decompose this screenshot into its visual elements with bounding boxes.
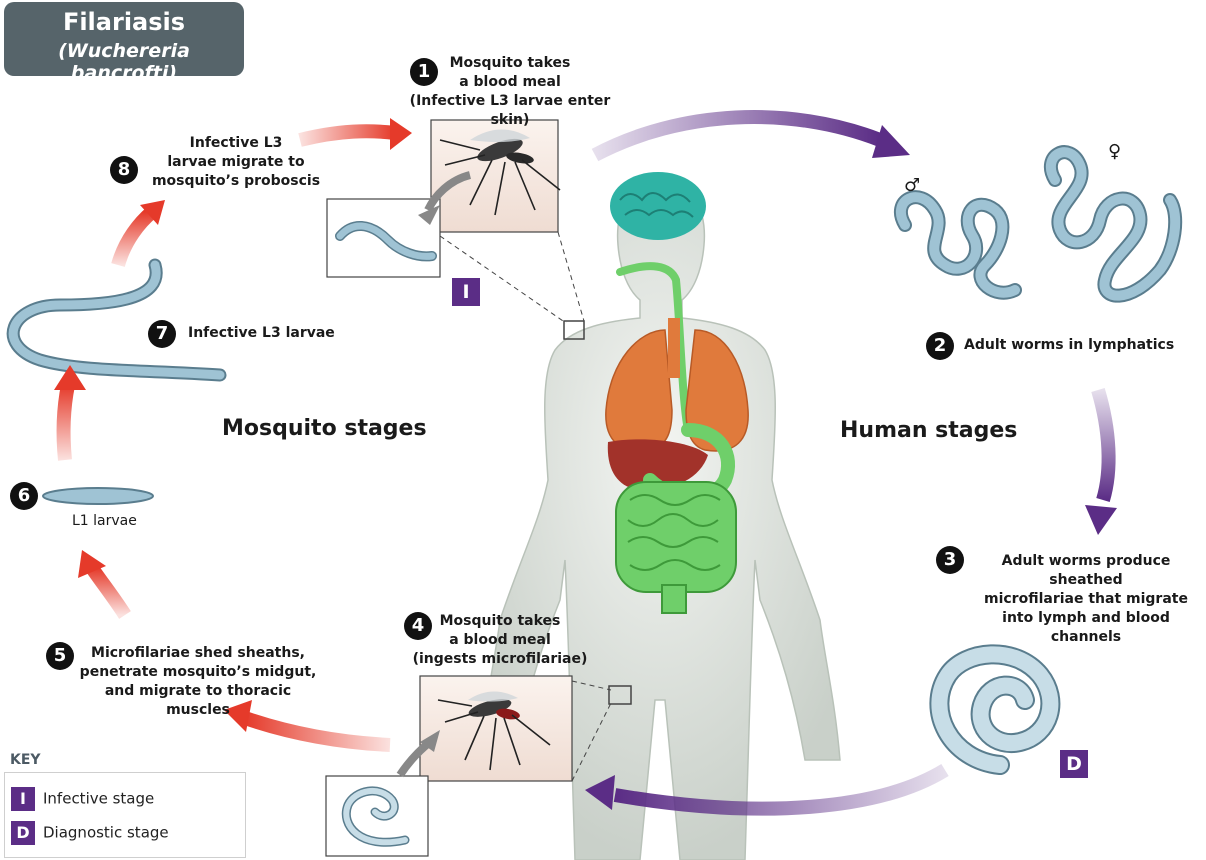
- step-3-line-1: Adult worms produce sheathed: [1001, 553, 1171, 588]
- key-item-infective: I Infective stage: [11, 787, 154, 811]
- key-infective-badge: I: [11, 787, 35, 811]
- step-7-number: 7: [148, 320, 176, 348]
- zoom-line-3: [571, 680, 612, 691]
- l3-larva: [6, 258, 227, 382]
- l1-larva: [42, 487, 154, 505]
- step-3-line-2: microfilariae that migrate: [984, 591, 1188, 607]
- step-1-line-1: Mosquito takes: [449, 55, 571, 71]
- step-5-line-3: and migrate to thoracic muscles: [104, 683, 292, 718]
- title-main: Filariasis: [62, 8, 186, 36]
- intestines: [615, 481, 737, 614]
- step-1-label: Mosquito takes a blood meal (Infective L…: [390, 54, 630, 130]
- step-2-label: Adult worms in lymphatics: [964, 337, 1175, 353]
- mosquito-stages-title: Mosquito stages: [222, 416, 427, 441]
- adult-worms: [893, 145, 1183, 303]
- step-8-line-2: larvae migrate to: [167, 154, 305, 170]
- step-7-label: Infective L3 larvae: [188, 325, 335, 341]
- skin-zoom-box-lower: [608, 685, 632, 705]
- key-legend: I Infective stage D Diagnostic stage: [4, 772, 246, 858]
- step-3-number: 3: [936, 546, 964, 574]
- step-3-line-3: into lymph and blood channels: [1002, 610, 1170, 645]
- title-box: Filariasis (Wuchereria bancrofti): [4, 2, 244, 84]
- mosquito-panel-bottom: [419, 675, 573, 782]
- step-4-line-3: (ingests microfilariae): [412, 651, 588, 667]
- step-4-number: 4: [404, 612, 432, 640]
- zoom-line-4: [571, 702, 612, 782]
- skin-zoom-box-upper: [563, 320, 585, 340]
- microfilaria-inset: [325, 775, 429, 857]
- step-8-line-3: mosquito’s proboscis: [151, 173, 321, 189]
- esophagus: [616, 262, 692, 434]
- diagnostic-stage-badge: D: [1060, 750, 1088, 778]
- zoom-line-1: [439, 235, 567, 324]
- liver: [607, 439, 708, 491]
- zoom-line-2: [557, 231, 585, 322]
- step-1-number: 1: [410, 58, 438, 86]
- step-1-line-2: a blood meal: [459, 74, 561, 90]
- step-6-label: L1 larvae: [72, 513, 137, 529]
- step-8-label: Infective L3 larvae migrate to mosquito’…: [146, 134, 326, 191]
- mosquito-panel-top: [430, 119, 561, 233]
- human-cycle-arrows: [585, 110, 1117, 816]
- step-6-number: 6: [10, 482, 38, 510]
- title-species: (Wuchereria bancrofti): [58, 40, 190, 84]
- female-symbol: ♀: [1108, 141, 1122, 162]
- step-8-line-1: Infective L3: [189, 135, 283, 151]
- step-4-label: Mosquito takes a blood meal (ingests mic…: [400, 612, 600, 669]
- step-1-line-3: (Infective L3 larvae enter skin): [409, 93, 611, 128]
- key-item-diagnostic: D Diagnostic stage: [11, 821, 169, 845]
- key-diagnostic-badge: D: [11, 821, 35, 845]
- step-4-line-2: a blood meal: [449, 632, 551, 648]
- gray-arrowhead-bottom: [420, 730, 440, 752]
- step-4-line-1: Mosquito takes: [439, 613, 561, 629]
- step-5-number: 5: [46, 642, 74, 670]
- step-5-line-1: Microfilariae shed sheaths,: [91, 645, 305, 661]
- key-title: KEY: [10, 752, 41, 768]
- sheathed-microfilaria: [929, 644, 1061, 775]
- step-5-label: Microfilariae shed sheaths, penetrate mo…: [78, 644, 318, 720]
- step-8-number: 8: [110, 156, 138, 184]
- gray-arrow-top: [424, 171, 472, 212]
- brain: [610, 172, 706, 240]
- male-symbol: ♂: [904, 175, 921, 196]
- step-5-line-2: penetrate mosquito’s midgut,: [79, 664, 317, 680]
- gray-arrowhead-top: [418, 205, 440, 225]
- key-diagnostic-label: Diagnostic stage: [43, 823, 169, 842]
- step-2-number: 2: [926, 332, 954, 360]
- key-infective-label: Infective stage: [43, 789, 155, 808]
- infective-stage-badge: I: [452, 278, 480, 306]
- mosquito-cycle-arrows: [54, 118, 412, 752]
- step-3-label: Adult worms produce sheathed microfilari…: [968, 552, 1204, 647]
- human-stages-title: Human stages: [840, 418, 1018, 443]
- infective-larva-inset: [326, 198, 441, 278]
